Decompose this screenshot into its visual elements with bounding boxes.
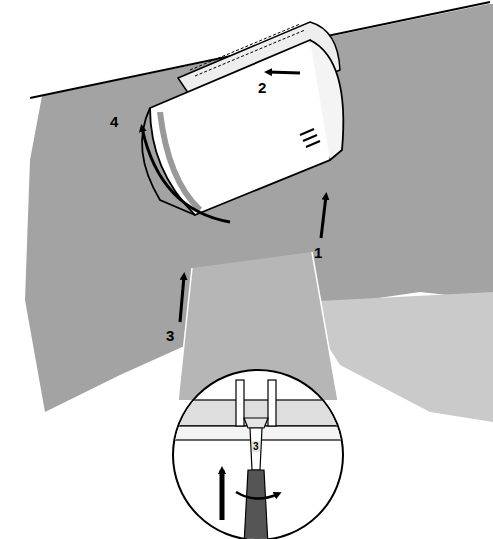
callout-number: 3 xyxy=(166,328,174,344)
cover xyxy=(150,40,335,215)
step-arrow xyxy=(142,128,230,222)
callout-number: 4 xyxy=(110,114,118,130)
callout-number: 2 xyxy=(258,80,266,96)
end-cap xyxy=(310,40,343,160)
step-arrow xyxy=(180,276,184,322)
detail-view xyxy=(170,380,350,539)
step-arrow xyxy=(321,196,326,238)
callout-number: 3 xyxy=(252,441,260,452)
callout-number: 1 xyxy=(314,245,322,261)
step-arrow xyxy=(268,72,300,73)
